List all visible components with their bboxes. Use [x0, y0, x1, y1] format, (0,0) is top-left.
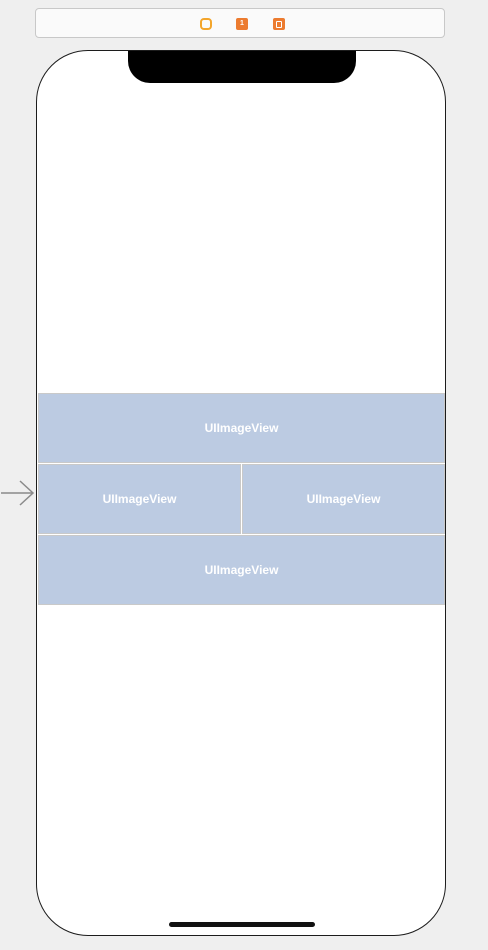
first-responder-icon[interactable]: 1: [236, 18, 248, 30]
image-view-middle-left[interactable]: UIImageView: [38, 464, 241, 534]
scene-dock: 1: [35, 8, 445, 38]
image-view-middle-right[interactable]: UIImageView: [242, 464, 445, 534]
view-controller-icon[interactable]: [200, 18, 212, 30]
device-notch: [128, 51, 356, 83]
image-view-label: UIImageView: [204, 563, 279, 577]
image-view-top[interactable]: UIImageView: [38, 393, 445, 463]
image-view-label: UIImageView: [306, 492, 381, 506]
image-view-label: UIImageView: [102, 492, 177, 506]
exit-icon[interactable]: [273, 18, 285, 30]
image-view-label: UIImageView: [204, 421, 279, 435]
home-indicator: [169, 922, 315, 927]
iphone-canvas[interactable]: UIImageView UIImageView UIImageView UIIm…: [36, 50, 446, 936]
image-view-bottom[interactable]: UIImageView: [38, 535, 445, 605]
entry-point-arrow-icon[interactable]: [0, 478, 36, 508]
